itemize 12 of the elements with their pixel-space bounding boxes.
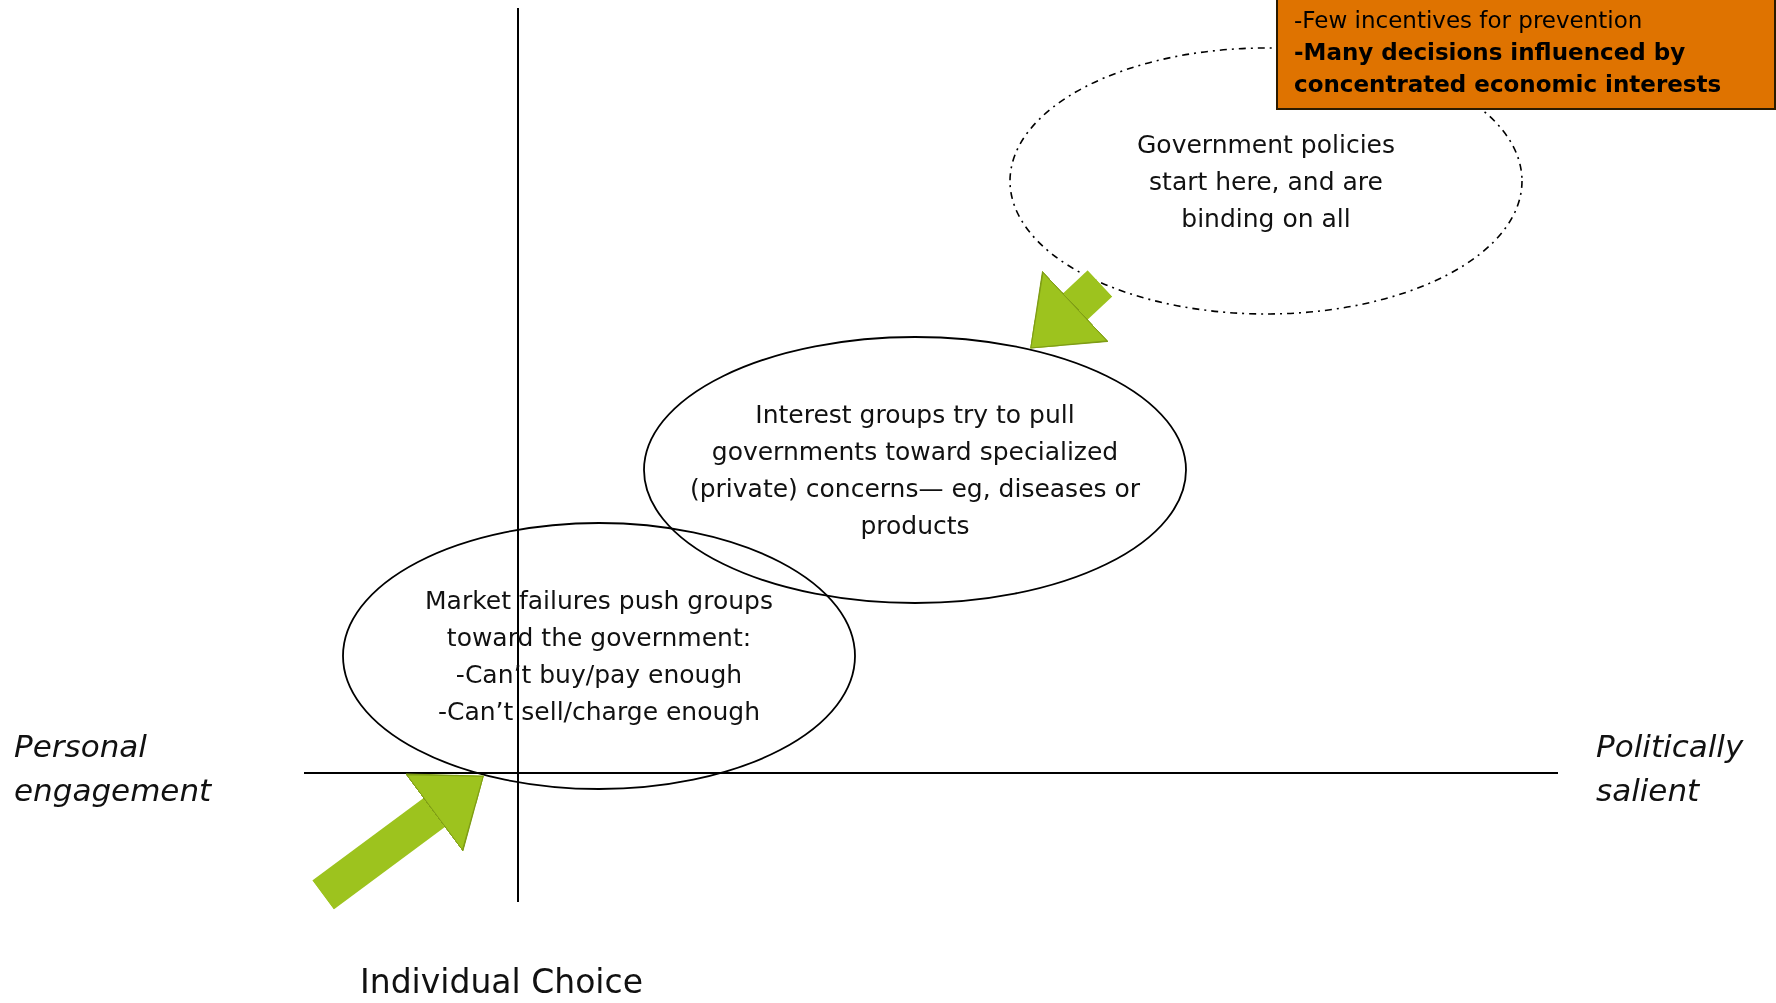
note-text: -Few incentives for prevention <box>1294 6 1644 35</box>
block-arrow <box>312 773 484 910</box>
note-box <box>1276 0 1776 110</box>
ellipse-text: -Can’t sell/charge enough <box>437 696 761 728</box>
note-text: -Many decisions influenced by concentrated economic interests <box>1294 38 1723 99</box>
axis-label: Personal engagement <box>14 727 213 810</box>
block-arrow <box>1030 270 1113 349</box>
axis-label: Politically salient <box>1596 727 1745 810</box>
ellipse-text: Government policies start here, and are binding on all <box>1136 128 1396 235</box>
axis-label: Individual Choice <box>360 961 644 1003</box>
ellipse-text: Interest groups try to pull governments toward specialized (private) concerns— eg, diseases or products <box>688 399 1142 542</box>
ellipse <box>342 522 856 790</box>
